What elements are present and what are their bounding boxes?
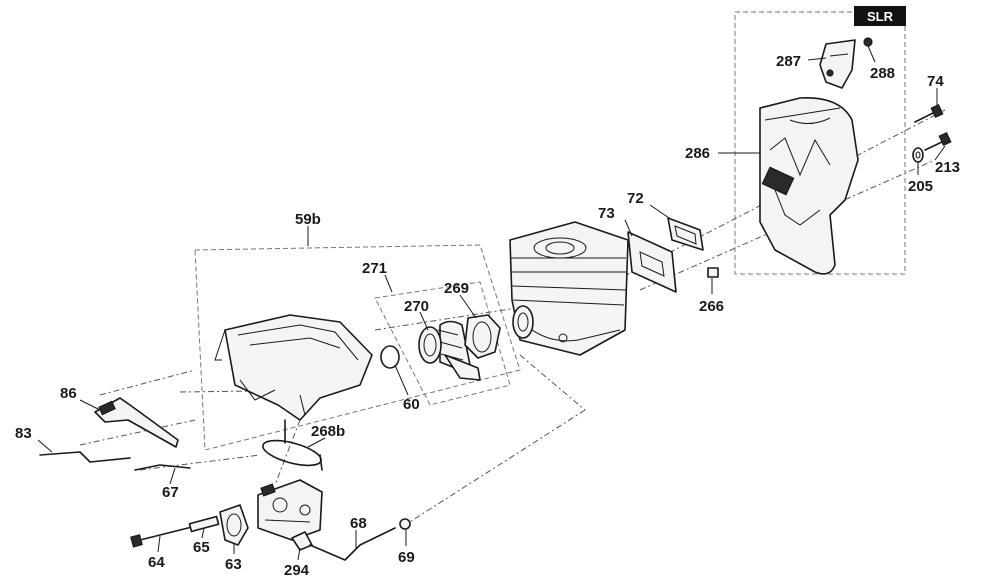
label-65: 65 [193, 539, 210, 556]
grommet-part-69 [399, 518, 411, 530]
label-288: 288 [870, 65, 895, 82]
leader-lines [37, 45, 946, 561]
label-69: 69 [398, 549, 415, 566]
gasket-part-63 [219, 504, 249, 546]
label-64: 64 [148, 554, 165, 571]
label-205: 205 [908, 178, 933, 195]
muffler-part [759, 97, 859, 275]
label-73: 73 [598, 205, 615, 222]
ring-part-268b [262, 419, 323, 471]
label-270: 270 [404, 298, 429, 315]
part-labels: 287 288 74 286 213 205 72 73 266 59b 271… [15, 53, 960, 579]
label-72: 72 [627, 190, 644, 207]
hose-part-68 [309, 527, 396, 561]
screw-part-288 [863, 37, 873, 47]
label-266: 266 [699, 298, 724, 315]
label-213: 213 [935, 159, 960, 176]
rod-part-83 [39, 451, 131, 463]
label-86: 86 [60, 385, 77, 402]
label-60: 60 [403, 396, 420, 413]
gasket-part-269 [464, 314, 501, 359]
carburetor-part [257, 479, 323, 541]
slr-badge: SLR [854, 6, 906, 26]
bolt-part-64 [130, 524, 201, 548]
label-68: 68 [350, 515, 367, 532]
label-271: 271 [362, 260, 387, 277]
label-59b: 59b [295, 211, 321, 228]
gasket-part-72 [667, 217, 704, 251]
label-286: 286 [685, 145, 710, 162]
cylinder-part [509, 221, 629, 356]
washer-part-205 [912, 147, 924, 163]
label-268b: 268b [311, 423, 345, 440]
label-83: 83 [15, 425, 32, 442]
label-67: 67 [162, 484, 179, 501]
label-63: 63 [225, 556, 242, 573]
sleeve-part-65 [188, 515, 220, 533]
rod-part-67 [134, 464, 191, 471]
label-294: 294 [284, 562, 310, 579]
group-box-271 [374, 281, 511, 406]
airbox-part-59b [214, 314, 373, 421]
ring-part-60 [380, 345, 400, 369]
label-269: 269 [444, 280, 469, 297]
lever-part-86 [94, 397, 179, 448]
bolt-part-213 [924, 131, 952, 151]
label-74: 74 [927, 73, 944, 90]
label-287: 287 [776, 53, 801, 70]
deflector-part-287 [819, 39, 856, 89]
gasket-part-73 [627, 231, 677, 293]
bolt-part-74 [914, 103, 944, 123]
manifold-part-270 [418, 320, 481, 381]
group-box-59b [194, 244, 521, 451]
slr-badge-text: SLR [867, 9, 894, 24]
nut-part-266 [707, 267, 719, 278]
